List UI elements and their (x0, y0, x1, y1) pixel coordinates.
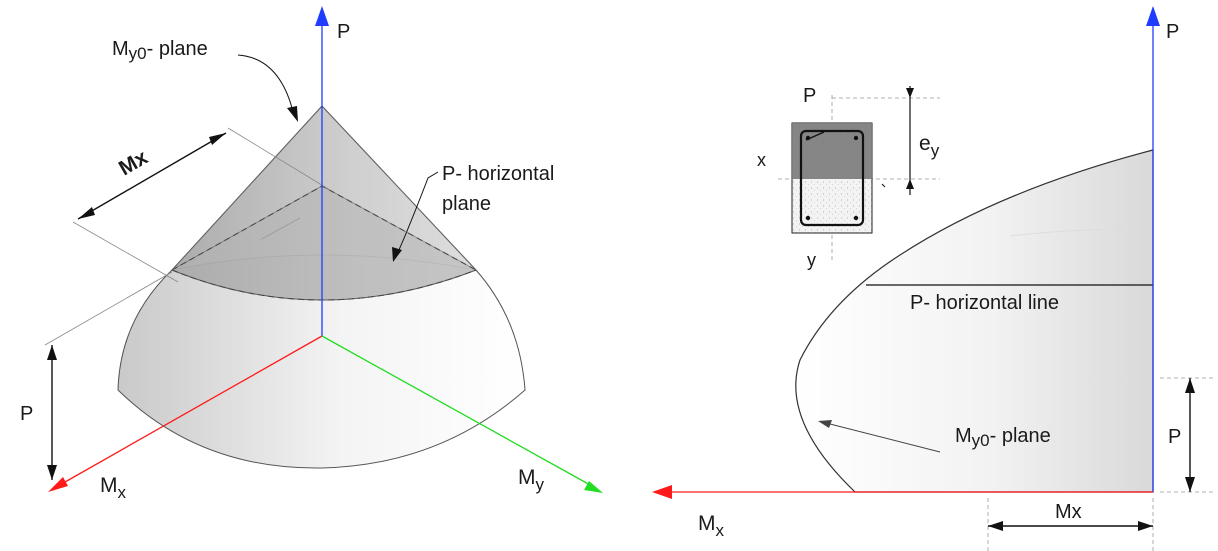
left-3d-figure: P My0- plane Mx P- horizontal plane P Mx… (20, 6, 603, 502)
ey-label: ey (919, 132, 940, 160)
p-axis-left (315, 6, 329, 336)
p-extension-line (44, 271, 173, 346)
right-p-axis-label: P (1166, 21, 1179, 43)
left-my0-plane-label: My0- plane (112, 38, 208, 63)
reinforcement-cage (799, 129, 865, 227)
section-x-label: x (757, 150, 766, 170)
my0-interaction-curve (795, 149, 1154, 493)
right-2d-figure: P x y ey P P- horizontal line My0- plane… (652, 6, 1215, 551)
mx-extension-line-1 (72, 221, 179, 283)
right-p-dimension-label: P (1168, 426, 1181, 448)
left-my-axis-label: My (518, 466, 545, 494)
mx-dimension-arrow-right (987, 498, 1154, 551)
p-dimension-arrow-left (47, 345, 57, 480)
my-axis-left (321, 335, 603, 493)
p-horizontal-plane-leader (397, 171, 439, 253)
right-my0-plane-label: My0- plane (955, 425, 1051, 450)
left-p-axis-label: P (337, 21, 350, 43)
p-horizontal-line-label: P- horizontal line (910, 292, 1059, 314)
p-horizontal-plane-label-2: plane (442, 193, 491, 215)
mx-extension-line-2 (227, 127, 331, 191)
cross-section-inset: P x y ey (757, 85, 940, 270)
my0-plane-leader-right (829, 423, 941, 453)
mx-dimension-arrow (77, 132, 227, 220)
p-horizontal-plane-label-1: P- horizontal (442, 163, 554, 185)
my0-plane-leader-left (237, 54, 293, 109)
left-p-dimension-label: P (20, 403, 33, 425)
section-y-label: y (807, 250, 816, 270)
right-mx-dimension-label: Mx (1055, 501, 1082, 523)
mx-axis-right (652, 485, 1153, 499)
section-p-label: P (803, 85, 816, 107)
right-mx-axis-label: Mx (698, 512, 725, 540)
mx-axis-left (48, 335, 323, 492)
left-mx-axis-label: Mx (100, 474, 127, 502)
left-mx-dimension-label: Mx (115, 146, 152, 181)
p-dimension-arrow-right (1160, 377, 1215, 493)
p-axis-right (1146, 6, 1160, 492)
compression-zone (792, 123, 872, 179)
